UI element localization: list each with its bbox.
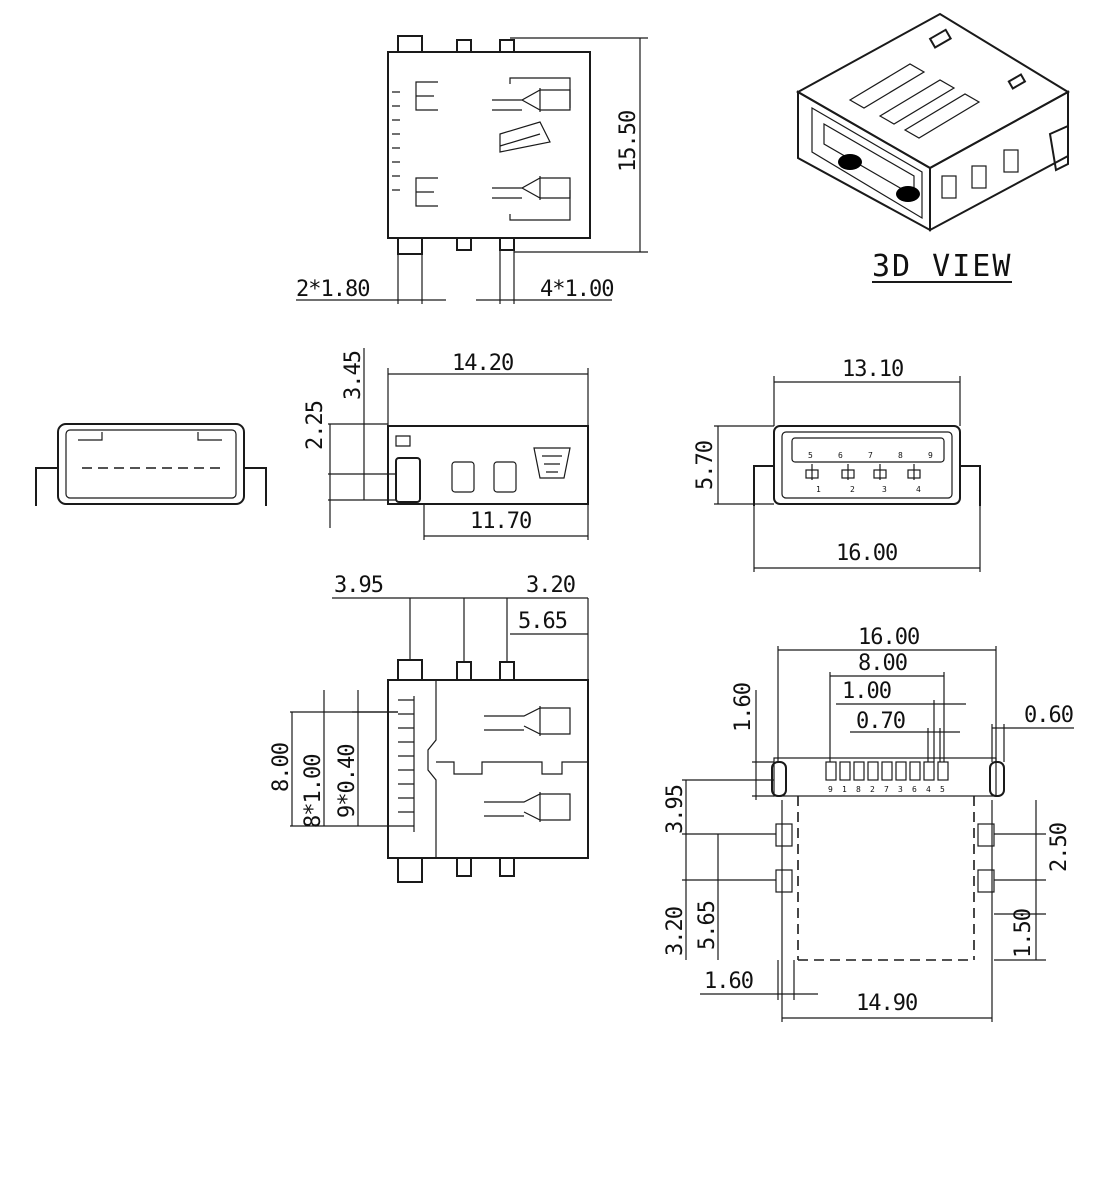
end-top-pin: 8 — [898, 451, 903, 460]
end-bottom-pin: 4 — [916, 485, 921, 494]
bottom-d8x100-dim: 8*1.00 — [301, 755, 326, 828]
end-height-dim: 5.70 — [693, 441, 718, 490]
end-top-pin: 9 — [928, 451, 933, 460]
side-profile-view — [35, 423, 267, 506]
iso-view-title: 3D VIEW — [872, 249, 1012, 284]
bottom-view: 3.95 3.20 5.65 8.00 8*1.00 9*0.40 — [269, 573, 589, 883]
pad-number: 1 — [842, 785, 847, 794]
end-overall-width-dim: 16.00 — [836, 541, 897, 566]
bottom-view-body — [387, 679, 589, 859]
end-bottom-pin: 1 — [816, 485, 821, 494]
front-body-length-dim: 11.70 — [470, 509, 531, 534]
pad-number: 3 — [898, 785, 903, 794]
bottom-d800-dim: 8.00 — [269, 743, 294, 792]
top-height-dim: 15.50 — [616, 111, 641, 172]
fp-width-dim: 16.00 — [858, 625, 919, 650]
fp-pad-width-dim: 0.70 — [856, 709, 905, 734]
pad-number: 4 — [926, 785, 931, 794]
footprint-view: 9 1 8 2 7 3 6 4 5 16.00 8.00 1.00 0.70 0… — [663, 625, 1074, 1022]
pad-number: 7 — [884, 785, 889, 794]
footprint-pads — [825, 761, 949, 781]
front-length-dim: 14.20 — [452, 351, 513, 376]
front-view-body — [387, 425, 589, 505]
side-profile-body — [57, 423, 245, 505]
fp-pad-span-dim: 8.00 — [858, 651, 907, 676]
fp-d150-dim: 1.50 — [1011, 909, 1036, 958]
bottom-d395-dim: 3.95 — [334, 573, 383, 598]
end-top-pin: 7 — [868, 451, 873, 460]
end-view: 5 6 7 8 9 1 2 3 4 13.10 5.70 16.00 — [693, 357, 981, 572]
end-top-pins: 5 6 7 8 9 — [808, 451, 933, 460]
fp-pitch-dim: 1.00 — [842, 679, 891, 704]
end-bottom-pins: 1 2 3 4 — [805, 464, 921, 494]
pad-number: 8 — [856, 785, 861, 794]
pin-width-a-dim: 2*1.80 — [296, 277, 369, 302]
iso-side-face — [929, 90, 1069, 232]
fp-body-width-dim: 14.90 — [856, 991, 917, 1016]
pad-number: 2 — [870, 785, 875, 794]
pad-number: 6 — [912, 785, 917, 794]
fp-slot-height-dim: 1.60 — [731, 683, 756, 732]
front-upper-height-dim: 2.25 — [303, 401, 328, 450]
fp-d250-dim: 2.50 — [1047, 823, 1072, 872]
pad-number: 5 — [940, 785, 945, 794]
footprint-pad-numbers: 9 1 8 2 7 3 6 4 5 — [828, 785, 945, 794]
end-top-pin: 6 — [838, 451, 843, 460]
pin-width-b-dim: 4*1.00 — [540, 277, 613, 302]
pad-number: 9 — [828, 785, 833, 794]
front-view: 14.20 11.70 3.45 2.25 — [303, 348, 589, 540]
end-top-pin: 5 — [808, 451, 813, 460]
end-opening-width-dim: 13.10 — [842, 357, 903, 382]
iso-front-face — [797, 90, 931, 232]
bottom-d565-dim: 5.65 — [518, 609, 567, 634]
front-total-height-dim: 3.45 — [341, 351, 366, 400]
top-view-body — [387, 51, 591, 239]
end-bottom-pin: 3 — [882, 485, 887, 494]
fp-d565-dim: 5.65 — [695, 901, 720, 950]
fp-slot-width-dim: 0.60 — [1024, 703, 1073, 728]
fp-d320-dim: 3.20 — [663, 907, 688, 956]
fp-d160-dim: 1.60 — [704, 969, 753, 994]
iso-view: 3D VIEW — [795, 12, 1070, 284]
footprint-strip — [773, 757, 997, 797]
end-bottom-pin: 2 — [850, 485, 855, 494]
bottom-d320-dim: 3.20 — [526, 573, 575, 598]
bottom-d9x040-dim: 9*0.40 — [335, 745, 360, 818]
top-view: 15.50 2*1.80 4*1.00 — [296, 35, 648, 304]
fp-d395-dim: 3.95 — [663, 785, 688, 834]
bottom-pin-comb — [398, 696, 415, 832]
